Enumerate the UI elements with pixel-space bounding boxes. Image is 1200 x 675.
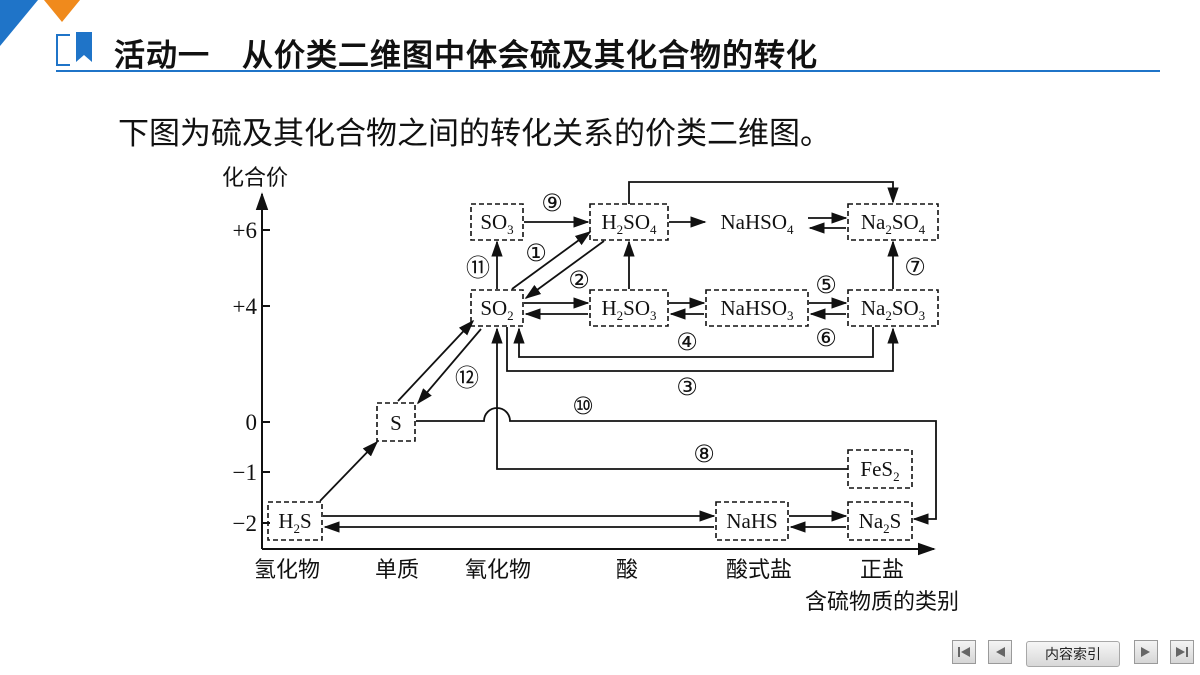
arrow-12-so2-to-s [416, 328, 482, 405]
x-category-normal-salt: 正盐 [860, 558, 904, 583]
reaction-label-12: ⑫ [455, 364, 479, 392]
corner-decoration [0, 0, 80, 46]
y-axis-label: 化合价 [222, 166, 288, 191]
reaction-label-7: ⑦ [904, 253, 926, 281]
reaction-label-3: ③ [676, 373, 698, 401]
formula-nahs: NaHS [726, 509, 777, 533]
formula-so3: SO3 [480, 210, 513, 237]
box-na2s [847, 501, 913, 541]
formula-h2s: H2S [278, 509, 311, 536]
reaction-label-8: ⑧ [693, 440, 715, 468]
arrow-8-fes2-to-so2 [491, 327, 848, 470]
formula-na2so3: Na2SO3 [861, 296, 925, 323]
content-index-button[interactable]: 内容索引 [1026, 641, 1120, 667]
y-tick-label-minus1: −1 [233, 460, 257, 485]
box-h2so3 [589, 289, 669, 327]
nav-prev-button[interactable] [988, 640, 1012, 664]
reaction-arrows [319, 181, 937, 533]
title-bracket [56, 34, 70, 66]
box-so3 [470, 203, 524, 241]
nav-last-button[interactable] [1170, 640, 1194, 664]
nav-first-button[interactable] [952, 640, 976, 664]
x-axis-label: 含硫物质的类别 [805, 590, 959, 615]
x-category-hydride: 氢化物 [254, 558, 320, 583]
formula-nahso3: NaHSO3 [721, 296, 794, 323]
y-tick-label-plus4: +4 [233, 294, 258, 319]
y-tick-label-plus6: +6 [233, 218, 257, 243]
box-h2so4 [589, 203, 669, 241]
box-na2so3 [847, 289, 939, 327]
x-category-acid: 酸 [616, 558, 638, 583]
arrow-h2s-to-s [319, 440, 379, 502]
arrow-1-so2-to-h2so4 [511, 231, 592, 290]
arrow-s-to-so2 [397, 319, 475, 402]
first-page-icon[interactable] [952, 640, 976, 664]
formula-nahso4: NaHSO4 [721, 210, 795, 237]
reaction-label-2: ② [568, 266, 590, 294]
formula-h2so4: H2SO4 [601, 210, 657, 237]
arrow-3-so2-to-na2so3 [506, 327, 899, 372]
box-nahs [715, 501, 789, 541]
reaction-label-5: ⑤ [815, 271, 837, 299]
formula-so2: SO2 [480, 296, 513, 323]
box-na2so4 [847, 203, 939, 241]
arrow-4-na2so3-to-so2 [513, 327, 874, 358]
arrow-h2so4-to-na2so4-top [628, 181, 899, 204]
title-bar: 活动一 从价类二维图中体会硫及其化合物的转化 [56, 28, 1160, 74]
reaction-label-4: ④ [676, 328, 698, 356]
reaction-label-9: ⑨ [541, 189, 563, 217]
formula-s: S [390, 411, 402, 435]
y-tick-label-0: 0 [246, 410, 258, 435]
formula-na2so4: Na2SO4 [861, 210, 926, 237]
intro-text: 下图为硫及其化合物之间的转化关系的价类二维图。 [118, 116, 831, 152]
reaction-label-11: ⑪ [466, 254, 490, 282]
reaction-label-1: ① [525, 239, 547, 267]
nav-next-button[interactable] [1134, 640, 1158, 664]
bookmark-icon [76, 32, 92, 62]
page-title: 活动一 从价类二维图中体会硫及其化合物的转化 [114, 38, 818, 74]
x-category-oxide: 氧化物 [465, 558, 531, 583]
x-category-acid-salt: 酸式盐 [726, 558, 792, 583]
box-h2s [267, 501, 323, 541]
y-tick-label-minus2: −2 [233, 511, 257, 536]
x-category-element: 单质 [375, 558, 419, 583]
prev-page-icon[interactable] [988, 640, 1012, 664]
box-nahso3 [705, 289, 809, 327]
formula-h2so3: H2SO3 [601, 296, 656, 323]
reaction-label-10: ⑩ [572, 392, 594, 420]
last-page-icon[interactable] [1170, 640, 1194, 664]
axes [255, 192, 936, 556]
next-page-icon[interactable] [1134, 640, 1158, 664]
formula-fes2: FeS2 [860, 457, 899, 484]
reaction-label-6: ⑥ [815, 324, 837, 352]
species-boxes [267, 203, 939, 541]
box-so2 [470, 289, 524, 327]
valence-category-diagram: 化合价 +6 +4 0 −1 −2 氢化物 单质 氧化物 酸 酸式盐 正盐 含硫… [222, 166, 959, 615]
arrow-2-h2so4-to-so2 [524, 240, 605, 299]
arrow-10-s-to-na2s [416, 407, 937, 525]
box-s [376, 402, 416, 442]
formula-na2s: Na2S [859, 509, 902, 536]
